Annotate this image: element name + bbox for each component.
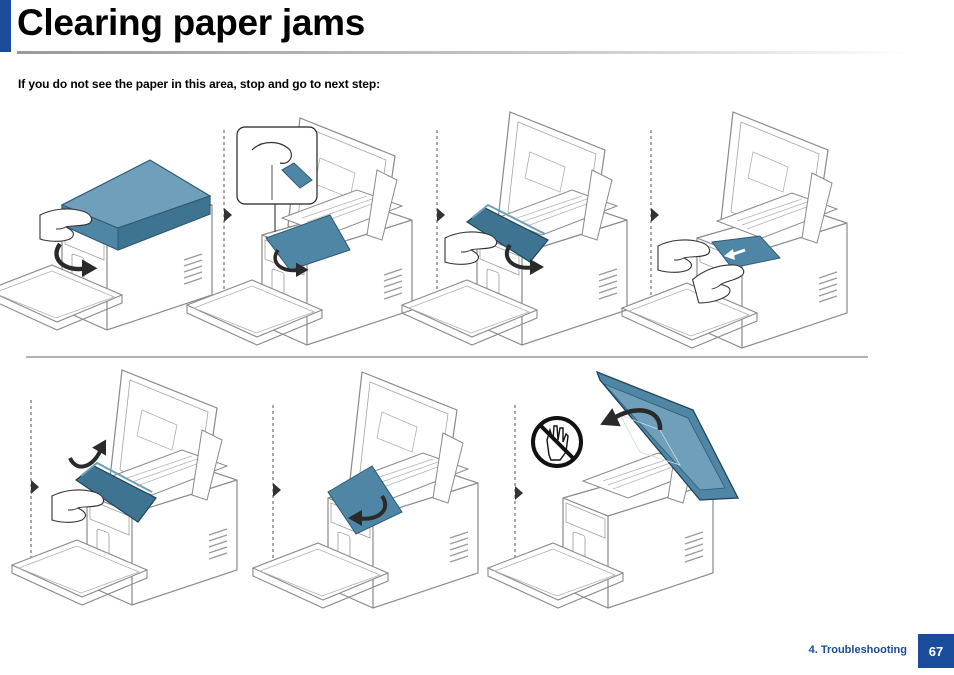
step-3-remove-toner: [401, 111, 628, 346]
title-accent-bar: [0, 0, 11, 52]
step-7-close-scanner-lid: [487, 370, 740, 609]
step-6-close-inner-cover: [252, 371, 479, 609]
instruction-text: If you do not see the paper in this area…: [18, 77, 381, 91]
footer-section-label: 4. Troubleshooting: [808, 644, 907, 656]
title-divider: [17, 51, 917, 54]
page-title: Clearing paper jams: [17, 2, 365, 43]
do-not-touch-icon: [531, 416, 583, 468]
step-5-reinsert-toner: [11, 369, 238, 606]
step-2-open-inner-cover: [186, 117, 413, 346]
detail-callout-box: [236, 126, 318, 205]
page-number-badge: 67: [918, 634, 954, 668]
step-4-remove-jammed-paper: [621, 111, 848, 349]
step-1-lift-scanner-lid: [0, 159, 213, 331]
